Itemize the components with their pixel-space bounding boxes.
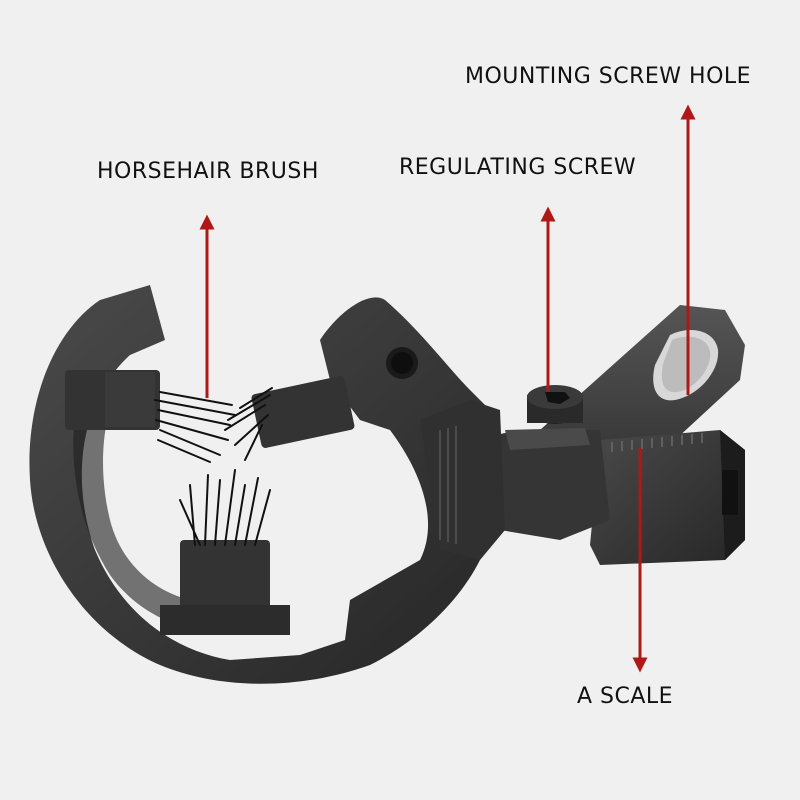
brush-block-right: [251, 375, 355, 448]
scale-block: [590, 430, 745, 565]
horseshoe-ring: [29, 285, 496, 684]
label-a-scale: A SCALE: [577, 684, 674, 709]
brush-block-bottom: [160, 540, 290, 635]
clamp-block: [420, 400, 610, 560]
label-mounting-screw-hole: MOUNTING SCREW HOLE: [465, 64, 752, 89]
regulating-screw: [527, 385, 583, 424]
brush-block-left: [65, 370, 160, 430]
label-horsehair-brush: HORSEHAIR BRUSH: [97, 159, 319, 184]
callout-arrows: [199, 104, 696, 673]
horsehair-bristles: [154, 387, 273, 546]
label-regulating-screw: REGULATING SCREW: [399, 155, 637, 180]
